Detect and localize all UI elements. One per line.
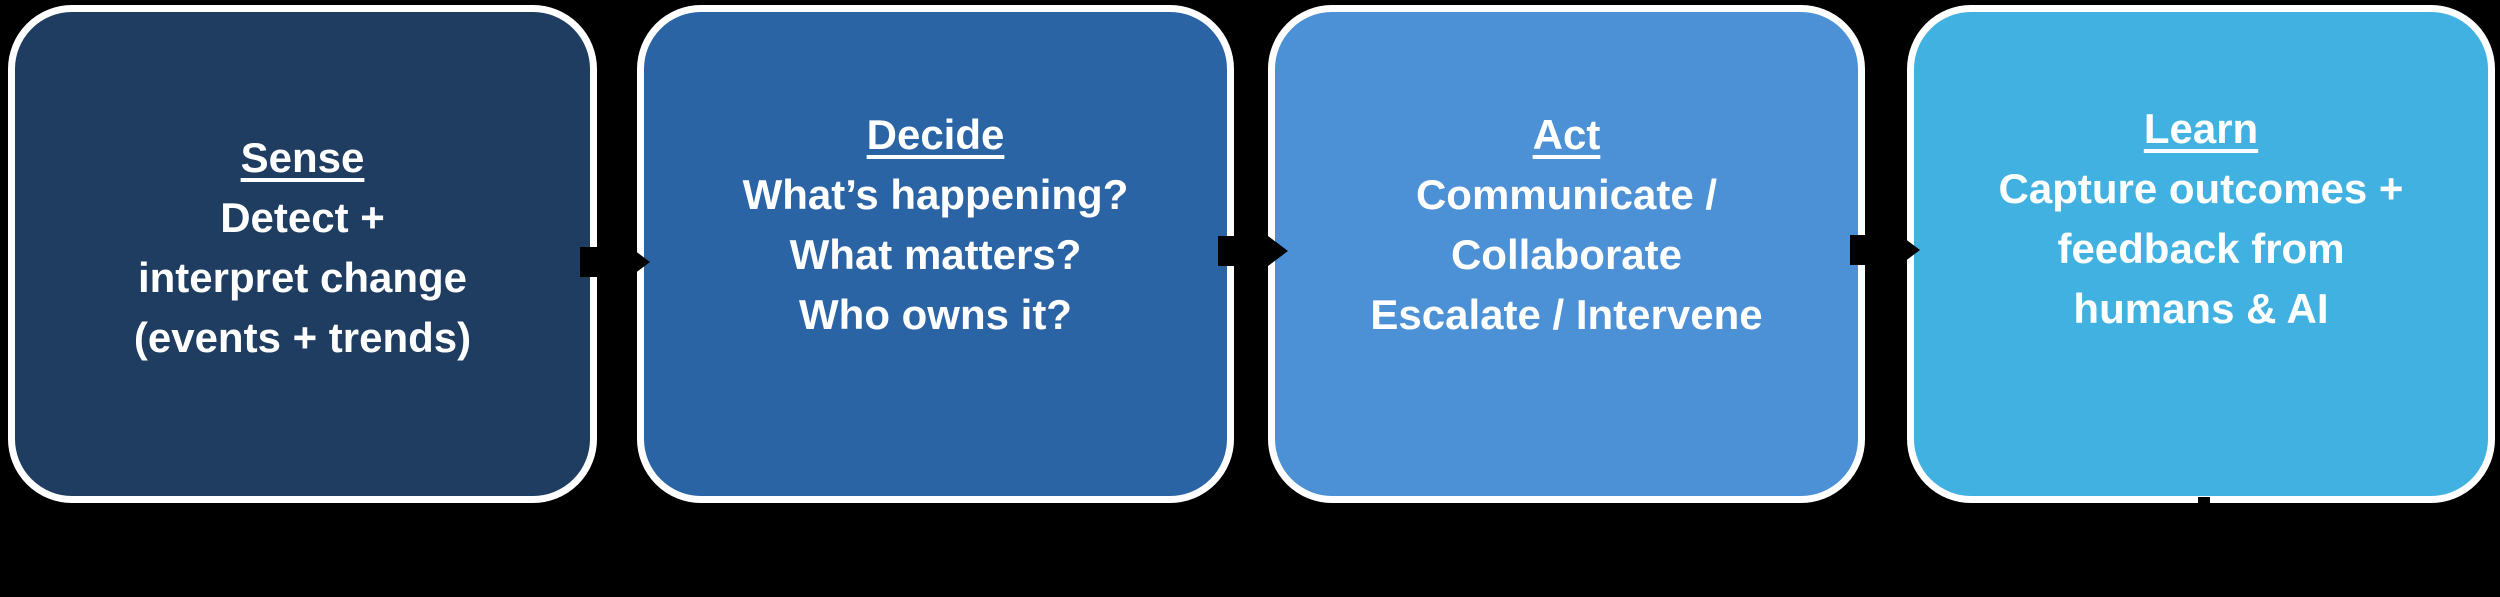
stage-line: humans & AI: [2073, 285, 2329, 332]
stage-line: Who owns it?: [799, 291, 1072, 338]
arrow-act-to-learn-icon: [1850, 226, 1920, 274]
stage-title-learn: Learn: [2143, 105, 2259, 152]
stage-box-decide: Decide What’s happening? What matters? W…: [637, 5, 1234, 503]
stage-line: feedback from: [2057, 225, 2345, 272]
stage-line: Capture outcomes +: [1998, 165, 2404, 212]
stage-line: Collaborate: [1450, 231, 1683, 278]
stage-line: What’s happening?: [742, 171, 1129, 218]
stage-title-decide: Decide: [866, 111, 1005, 158]
stage-line: (events + trends): [133, 314, 472, 361]
stage-line: Escalate / Intervene: [1370, 291, 1763, 338]
stage-line: interpret change: [137, 254, 468, 301]
stage-title-act: Act: [1532, 111, 1601, 158]
arrow-sense-to-decide-icon: [580, 238, 650, 286]
arrow-decide-to-act-icon: [1218, 227, 1288, 275]
stage-line: Detect +: [220, 194, 385, 241]
stage-box-learn: Learn Capture outcomes + feedback from h…: [1907, 5, 2495, 503]
stage-box-act: Act Communicate / Collaborate Escalate /…: [1268, 5, 1865, 503]
stage-box-sense: Sense Detect + interpret change (events …: [8, 5, 597, 503]
stage-line: What matters?: [789, 231, 1082, 278]
stage-title-sense: Sense: [240, 134, 365, 181]
stage-line: Communicate /: [1415, 171, 1718, 218]
